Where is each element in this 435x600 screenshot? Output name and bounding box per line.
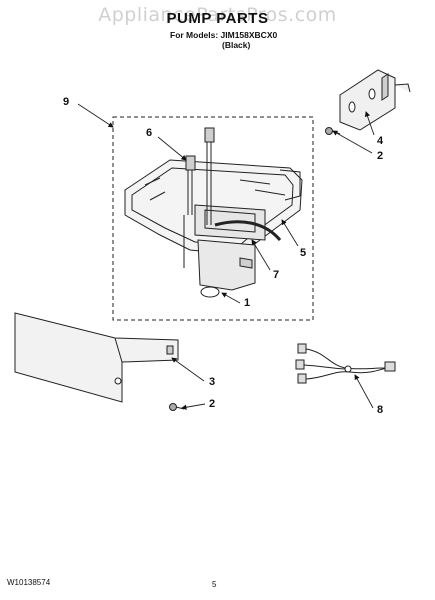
callout-5: 5 — [300, 247, 307, 259]
leader-5 — [281, 219, 299, 247]
page-title: PUMP PARTS — [166, 10, 269, 27]
leader-4 — [364, 111, 375, 136]
callout-6: 6 — [146, 127, 153, 139]
screw-lower — [169, 403, 185, 411]
callout-4: 4 — [377, 135, 384, 147]
leader-2b — [181, 403, 206, 410]
leader-1 — [221, 292, 241, 304]
connector-harness — [183, 127, 215, 268]
pump-body — [197, 239, 256, 298]
callout-2-upper: 2 — [377, 150, 384, 162]
callout-2-lower: 2 — [209, 398, 216, 410]
leader-2a — [332, 130, 373, 154]
callout-3: 3 — [209, 376, 216, 388]
leader-9 — [77, 103, 114, 128]
color-line: (Black) — [222, 40, 251, 50]
assembly-dashed-box — [112, 116, 314, 321]
leader-6 — [157, 136, 187, 161]
document-number: W10138574 — [7, 578, 51, 587]
leader-3 — [171, 357, 205, 382]
watermark-text: AppliancePartsPros.com — [98, 4, 337, 26]
wire-harness — [295, 343, 396, 384]
pump-cover — [14, 312, 179, 403]
callout-7: 7 — [273, 269, 280, 281]
callout-9: 9 — [63, 96, 70, 108]
callout-1: 1 — [244, 297, 251, 309]
pump-strap — [214, 220, 282, 241]
leader-8 — [354, 374, 374, 409]
mounting-bracket — [339, 69, 411, 131]
page-number: 5 — [212, 580, 217, 589]
leader-7 — [251, 239, 271, 271]
callout-8: 8 — [377, 404, 384, 416]
pump-tray — [124, 159, 303, 256]
model-line: For Models: JIM158XBCX0 — [170, 30, 278, 40]
